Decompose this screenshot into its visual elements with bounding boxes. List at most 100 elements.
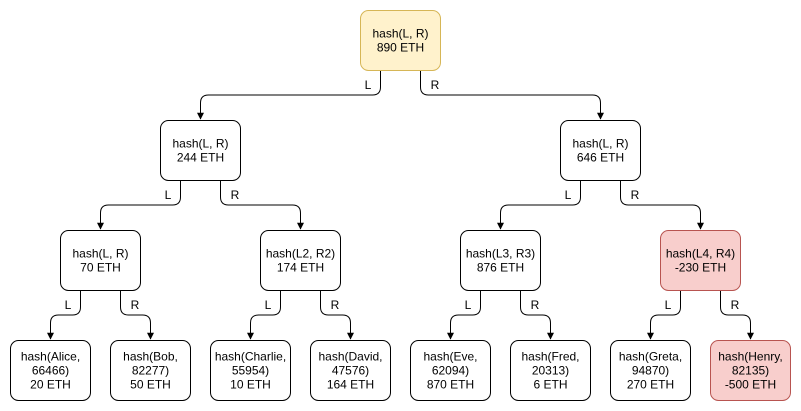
- edge-label-left: L: [665, 298, 672, 312]
- level2-node-4: hash(L4, R4)-230 ETH: [660, 230, 741, 291]
- node-text-line: hash(L, R): [172, 137, 228, 151]
- node-box: [210, 340, 291, 401]
- node-text-line: hash(Charlie,: [215, 350, 286, 364]
- edge-label-left: L: [465, 298, 472, 312]
- node-box: [710, 340, 791, 401]
- edge-label-right: R: [631, 188, 640, 202]
- edge-arrow: [447, 290, 481, 340]
- node-text-line: 876 ETH: [477, 261, 524, 275]
- level2-node-2: hash(L2, R2)174 ETH: [260, 230, 341, 291]
- edge-label-right: R: [531, 298, 540, 312]
- node-text-line: 20 ETH: [30, 378, 71, 392]
- edge-arrow: [220, 180, 304, 230]
- node-box: [260, 230, 341, 291]
- node-text-line: hash(David,: [318, 350, 382, 364]
- edge-arrow: [247, 290, 281, 340]
- node-text-line: hash(L, R): [572, 137, 628, 151]
- edge-arrow: [420, 70, 604, 120]
- edge-arrow: [47, 290, 81, 340]
- node-box: [160, 120, 241, 181]
- node-box: [510, 340, 591, 401]
- left-edge: L: [97, 180, 181, 230]
- node-text-line: 50 ETH: [130, 378, 171, 392]
- right-edge: R: [120, 290, 154, 340]
- node-text-line: hash(L2, R2): [266, 247, 335, 261]
- node-text-line: 66466): [32, 364, 69, 378]
- node-text-line: hash(L, R): [72, 247, 128, 261]
- left-edge: L: [47, 290, 81, 340]
- node-text-line: 244 ETH: [177, 151, 224, 165]
- node-text-line: 174 ETH: [277, 261, 324, 275]
- node-box: [110, 340, 191, 401]
- right-edge: R: [220, 180, 304, 230]
- edge-arrow: [720, 290, 754, 340]
- node-box: [610, 340, 691, 401]
- edge-label-right: R: [331, 298, 340, 312]
- edge-label-right: R: [731, 298, 740, 312]
- left-edge: L: [447, 290, 481, 340]
- edge-label-right: R: [131, 298, 140, 312]
- node-text-line: hash(Henry,: [718, 350, 782, 364]
- leaf-node-1: hash(Alice,66466)20 ETH: [10, 340, 91, 401]
- node-box: [310, 340, 391, 401]
- node-text-line: 10 ETH: [230, 378, 271, 392]
- edge-arrow: [197, 70, 381, 120]
- edge-arrow: [497, 180, 581, 230]
- leaf-node-6: hash(Fred,20313)6 ETH: [510, 340, 591, 401]
- node-text-line: hash(Alice,: [21, 350, 80, 364]
- node-text-line: hash(Fred,: [521, 350, 579, 364]
- edge-arrow: [120, 290, 154, 340]
- right-edge: R: [320, 290, 354, 340]
- edge-arrow: [647, 290, 681, 340]
- edge-label-right: R: [431, 78, 440, 92]
- node-text-line: hash(Bob,: [123, 350, 178, 364]
- edge-label-left: L: [365, 78, 372, 92]
- node-text-line: 6 ETH: [533, 378, 567, 392]
- node-text-line: 20313): [532, 364, 569, 378]
- right-edge: R: [720, 290, 754, 340]
- node-box: [560, 120, 641, 181]
- node-box: [660, 230, 741, 291]
- edge-label-left: L: [565, 188, 572, 202]
- node-text-line: 94870): [632, 364, 669, 378]
- node-box: [410, 340, 491, 401]
- level2-node-3: hash(L3, R3)876 ETH: [460, 230, 541, 291]
- node-text-line: 270 ETH: [627, 378, 674, 392]
- node-text-line: 82277): [132, 364, 169, 378]
- level1-node-2: hash(L, R)646 ETH: [560, 120, 641, 181]
- node-text-line: 70 ETH: [80, 261, 121, 275]
- edge-label-left: L: [65, 298, 72, 312]
- leaf-node-5: hash(Eve,62094)870 ETH: [410, 340, 491, 401]
- leaf-node-2: hash(Bob,82277)50 ETH: [110, 340, 191, 401]
- level1-node-1: hash(L, R)244 ETH: [160, 120, 241, 181]
- edge-arrow: [320, 290, 354, 340]
- node-box: [10, 340, 91, 401]
- node-text-line: 164 ETH: [327, 378, 374, 392]
- node-text-line: 646 ETH: [577, 151, 624, 165]
- node-text-line: 82135): [732, 364, 769, 378]
- node-box: [360, 10, 441, 71]
- node-box: [460, 230, 541, 291]
- node-text-line: hash(L, R): [372, 27, 428, 41]
- node-text-line: hash(L3, R3): [466, 247, 535, 261]
- node-text-line: -230 ETH: [675, 261, 726, 275]
- edge-arrow: [97, 180, 181, 230]
- edge-label-left: L: [265, 298, 272, 312]
- left-edge: L: [247, 290, 281, 340]
- node-text-line: 47576): [332, 364, 369, 378]
- leaf-node-3: hash(Charlie,55954)10 ETH: [210, 340, 291, 401]
- left-edge: L: [497, 180, 581, 230]
- node-text-line: hash(L4, R4): [666, 247, 735, 261]
- node-text-line: 890 ETH: [377, 41, 424, 55]
- node-text-line: hash(Greta,: [619, 350, 682, 364]
- leaf-node-8: hash(Henry,82135)-500 ETH: [710, 340, 791, 401]
- node-text-line: hash(Eve,: [423, 350, 477, 364]
- edge-label-right: R: [231, 188, 240, 202]
- edge-label-left: L: [165, 188, 172, 202]
- node-text-line: 62094): [432, 364, 469, 378]
- root-node: hash(L, R)890 ETH: [360, 10, 441, 71]
- leaf-node-4: hash(David,47576)164 ETH: [310, 340, 391, 401]
- right-edge: R: [520, 290, 554, 340]
- node-box: [60, 230, 141, 291]
